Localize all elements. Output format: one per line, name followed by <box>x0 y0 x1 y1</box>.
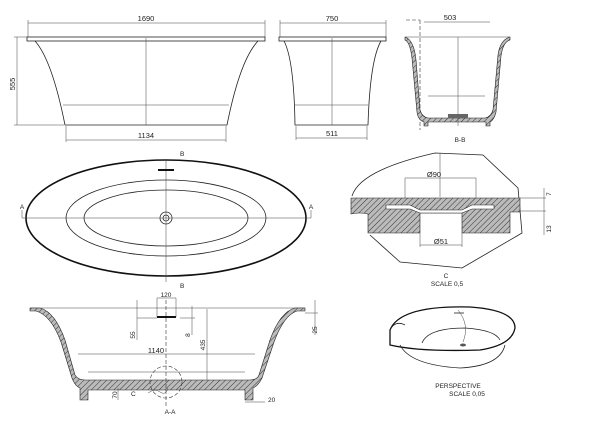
perspective-scale: SCALE 0,05 <box>449 391 485 398</box>
dim-1140: 1140 <box>148 346 164 355</box>
dim-555: 555 <box>8 78 17 91</box>
section-b-top-marker: B <box>180 151 184 158</box>
dim-435: 435 <box>200 339 207 350</box>
dim-7: 7 <box>546 192 553 196</box>
perspective-view: PERSPECTIVE SCALE 0,05 <box>389 306 516 398</box>
dim-8: 8 <box>185 333 192 337</box>
detail-c: Ø90 Ø51 7 13 C SCALE 0,5 <box>350 152 553 288</box>
plan-view: A A B B <box>20 151 314 290</box>
detail-c-reference: C <box>131 391 136 398</box>
section-a-a: 120 55 8 435 25 1140 70 C 20 A-A <box>29 292 319 416</box>
section-a-a-label: A-A <box>165 409 177 416</box>
front-view: 1690 555 1134 <box>8 14 266 142</box>
detail-c-scale: SCALE 0,5 <box>431 281 464 288</box>
perspective-label: PERSPECTIVE <box>435 383 481 390</box>
section-b-b-label: B-B <box>455 137 466 144</box>
dim-511: 511 <box>326 129 338 138</box>
dim-120: 120 <box>161 292 172 299</box>
dim-1134: 1134 <box>138 131 154 140</box>
dim-55: 55 <box>130 331 137 339</box>
dim-1690: 1690 <box>138 14 155 23</box>
side-view: 750 511 <box>278 14 387 140</box>
section-a-right-marker: A <box>309 204 314 211</box>
section-b-b: 503 B-B <box>404 13 511 144</box>
dim-70: 70 <box>112 391 119 399</box>
detail-c-label: C <box>444 273 449 280</box>
section-a-left-marker: A <box>20 204 25 211</box>
dim-20: 20 <box>268 397 276 404</box>
dim-503: 503 <box>444 13 457 22</box>
dim-dia-90: Ø90 <box>427 170 441 179</box>
dim-dia-51: Ø51 <box>434 237 448 246</box>
section-b-bottom-marker: B <box>180 283 184 290</box>
dim-25: 25 <box>312 326 319 334</box>
dim-13: 13 <box>546 225 553 233</box>
dim-750: 750 <box>326 14 339 23</box>
